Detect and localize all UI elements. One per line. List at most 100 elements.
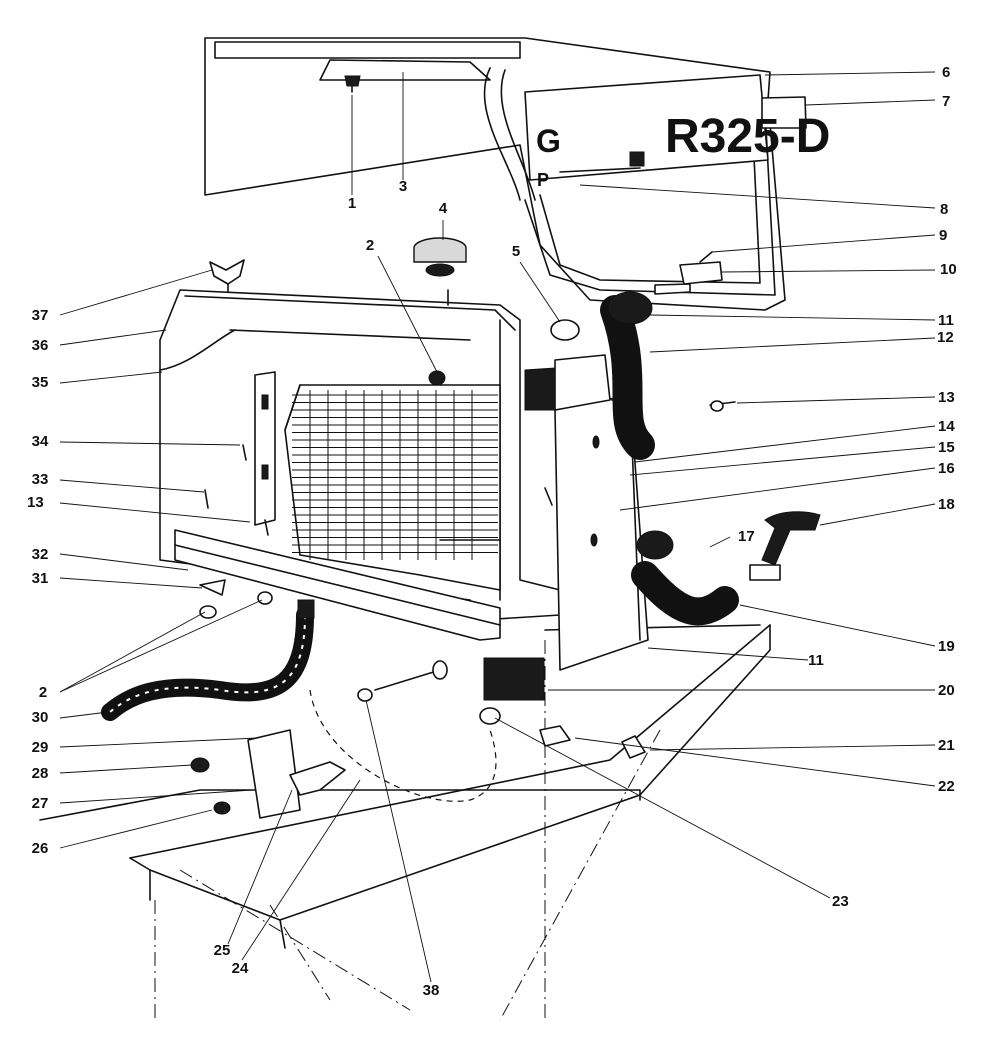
leader-line [574,737,936,787]
callout-10: 10 [940,261,957,278]
callout-5: 5 [512,243,520,260]
leader-line [365,699,432,983]
upper-radiator-hose [600,291,655,460]
leader-line [59,502,251,523]
leader-line [649,744,936,751]
callout-24: 24 [232,960,249,977]
decal-letter-g: G [536,123,561,159]
hinge-bracket [654,251,723,295]
callout-3: 3 [399,178,407,195]
leader-line [579,184,936,209]
callout-37: 37 [32,307,49,324]
leader-line [649,337,936,353]
callout-30: 30 [32,709,49,726]
callout-11: 11 [938,312,954,329]
leader-line [59,441,241,446]
temperature-sender-block [190,729,346,819]
plate-hole-lower [590,533,598,547]
callout-13b: 13 [27,494,44,511]
leader-line [59,809,213,849]
callout-17: 17 [738,528,755,545]
callout-4: 4 [439,200,448,217]
callout-15: 15 [938,439,955,456]
callout-1: 1 [348,195,356,212]
callout-11b: 11 [808,652,824,669]
leader-line [647,647,809,661]
wing-nut [209,259,245,293]
leader-line [227,789,293,945]
callout-2: 2 [366,237,374,254]
leader-line [241,779,361,961]
callout-31: 31 [32,570,49,587]
radiator-cap [413,237,467,306]
callout-22: 22 [938,778,955,795]
leader-line [629,446,936,476]
callout-35: 35 [32,374,49,391]
callout-2b: 2 [39,684,47,701]
leader-line [494,717,831,899]
grommet [428,370,446,386]
small-fasteners [199,370,736,759]
leader-line [649,314,936,321]
leader-line [59,577,203,589]
leader-line [736,396,936,404]
callout-20: 20 [938,682,955,699]
decal-model-number: R325-D [665,110,830,163]
leader-line [59,737,259,748]
leader-line [59,269,213,316]
long-bolt [357,660,448,702]
radiator-core [284,384,501,591]
callout-34: 34 [32,433,49,450]
leader-line [739,604,936,647]
leader-line [59,479,205,493]
leader-line [59,329,167,346]
leader-line [805,99,936,106]
leader-line [59,611,206,693]
callout-18: 18 [938,496,955,513]
hood-latch [749,511,821,581]
callout-13: 13 [938,389,955,406]
callout-27: 27 [32,795,49,812]
callout-36: 36 [32,337,49,354]
slot-lower [261,464,269,480]
bracket-clip [539,725,571,747]
plate-hole-upper [592,435,600,449]
tractor-frame [39,624,771,1021]
leader-line [721,269,936,273]
callout-25: 25 [214,942,231,959]
leader-line [819,503,936,526]
callout-14: 14 [938,418,955,435]
foam-filter [483,657,545,701]
radiator-side-bracket [254,371,276,526]
leader-line [59,789,253,804]
callout-16: 16 [938,460,955,477]
mounting-rail [174,529,501,641]
hose-clamp [550,319,580,341]
callout-38: 38 [423,982,440,999]
callout-28: 28 [32,765,49,782]
callout-8: 8 [940,201,948,218]
decal-emblem [629,151,645,167]
callout-33: 33 [32,471,49,488]
leader-line [59,371,163,384]
leader-line [519,261,561,323]
callout-29: 29 [32,739,49,756]
decal-letter-p: P [537,170,549,190]
leader-line [711,234,936,253]
leader-line [377,255,438,373]
callout-9: 9 [939,227,947,244]
slot-upper [261,394,269,410]
hood-screw [344,75,361,93]
leader-line [59,599,263,693]
leader-line [59,553,189,571]
callout-23: 23 [832,893,849,910]
leader-line [59,711,109,719]
lower-coolant-hose [101,599,315,721]
callout-6: 6 [942,64,950,81]
leader-line [59,764,193,774]
leader-line [619,467,936,511]
callout-19: 19 [938,638,955,655]
leader-line [709,536,731,548]
